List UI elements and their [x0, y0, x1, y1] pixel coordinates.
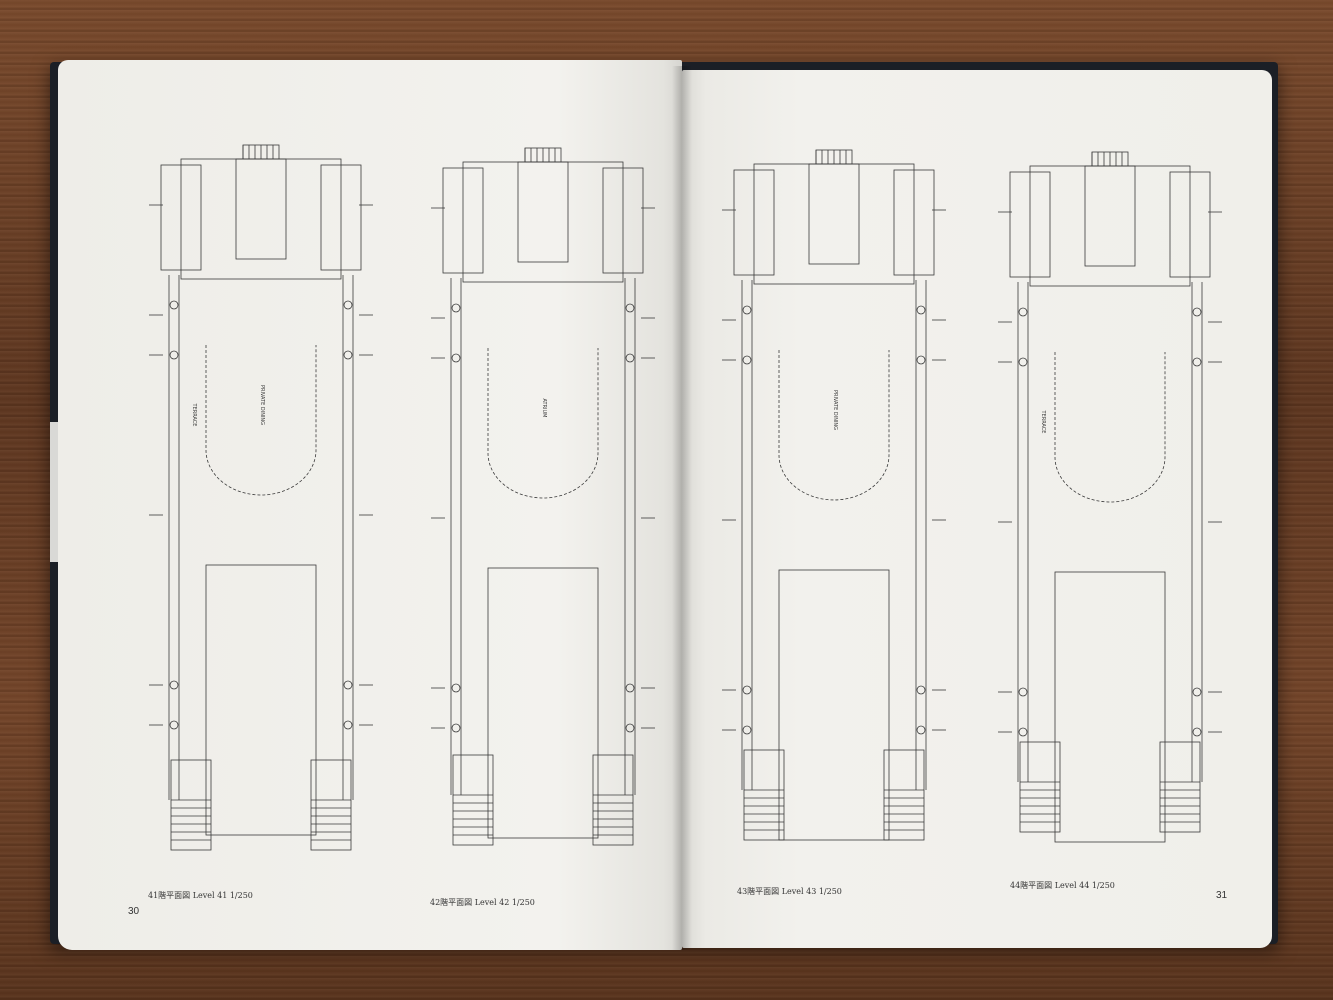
terrace-label: TERRACE: [191, 403, 197, 427]
room-label: PRIVATE DINING: [832, 390, 838, 430]
floor-plan-level-41: [149, 144, 373, 851]
plan-caption-level-42: 42階平面図 Level 42 1/250: [430, 898, 535, 907]
floor-plan-level-42: [431, 147, 655, 846]
right-page-number: 31: [1216, 890, 1228, 901]
plan-caption-level-43: 43階平面図 Level 43 1/250: [737, 887, 842, 896]
bookmark-tab: [50, 422, 58, 562]
terrace-label: TERRACE: [1040, 410, 1046, 434]
floor-plan-level-44: [998, 151, 1222, 843]
right-page: [682, 70, 1272, 948]
floor-plan-level-43: [722, 149, 946, 841]
left-page-number: 30: [128, 906, 140, 917]
room-label: ATRIUM: [541, 398, 547, 417]
room-label: PRIVATE DINING: [259, 385, 265, 425]
plan-caption-level-41: 41階平面図 Level 41 1/250: [148, 891, 253, 900]
left-page: [58, 60, 682, 950]
plan-caption-level-44: 44階平面図 Level 44 1/250: [1010, 881, 1115, 890]
